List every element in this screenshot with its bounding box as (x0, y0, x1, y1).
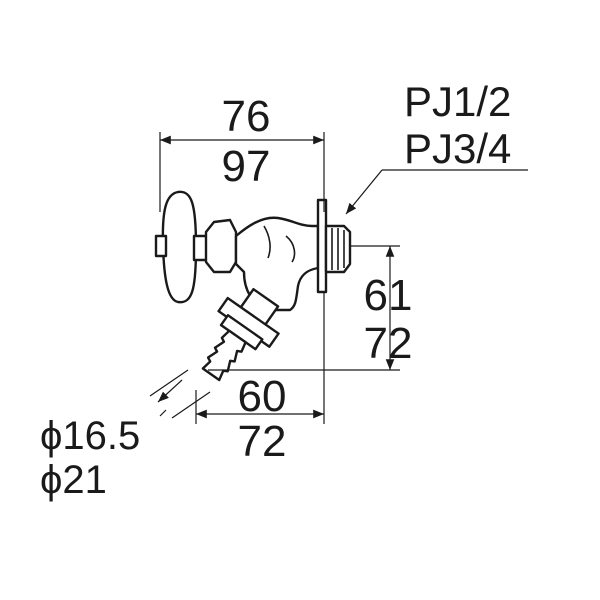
hose-diameter-value-2: ϕ21 (40, 458, 107, 502)
connection-value-1: PJ1/2 (404, 78, 511, 125)
bonnet (204, 218, 238, 274)
right-height-value-2: 72 (364, 319, 413, 368)
connection-value-2: PJ3/4 (404, 125, 511, 172)
right-height-value-1: 61 (364, 271, 413, 320)
dimension-right-height: 61 72 (208, 245, 413, 371)
hose-barb (201, 329, 247, 382)
handle-cap (154, 234, 168, 258)
faucet-drawing (154, 190, 352, 382)
spout (201, 288, 280, 382)
hose-diameter-value-1: ϕ16.5 (40, 414, 140, 458)
top-width-value-1: 76 (222, 92, 271, 141)
handle-knob (161, 190, 198, 304)
body-detail (263, 225, 296, 263)
thread-lines (331, 228, 345, 270)
connection-leader: PJ1/2 PJ3/4 (345, 78, 528, 215)
bottom-width-value-1: 60 (238, 372, 287, 421)
top-width-value-2: 97 (222, 142, 271, 191)
bottom-width-value-2: 72 (238, 417, 287, 466)
dimension-hose-diameter: ϕ16.5 ϕ21 (40, 369, 211, 502)
dimension-bottom-width: 60 72 (195, 292, 325, 466)
dimension-top-width: 76 97 (159, 92, 325, 212)
